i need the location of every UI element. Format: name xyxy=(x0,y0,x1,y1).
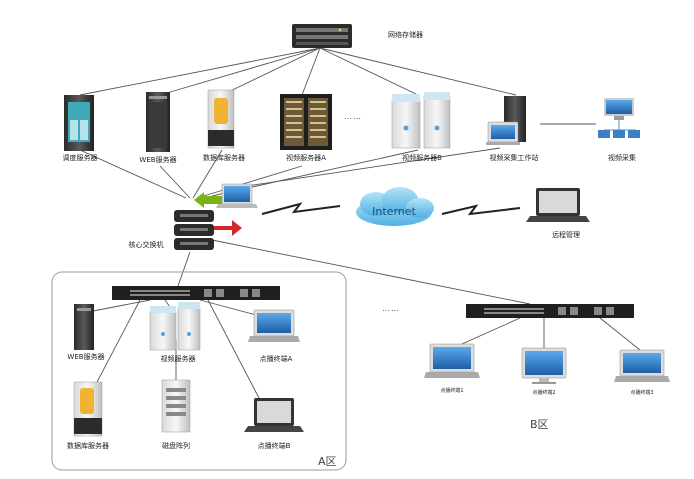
web-server-a-icon[interactable] xyxy=(74,304,94,350)
label-db-server-a: 数据库服务器 xyxy=(67,442,109,450)
label-vod-terminal-b: 点播终端B xyxy=(257,442,291,450)
label-vod-terminal-a: 点播终端A xyxy=(259,355,293,363)
label-core-switch: 核心交换机 xyxy=(128,241,164,249)
video-workstation-icon[interactable] xyxy=(486,96,526,145)
label-internet: Internet xyxy=(372,205,416,218)
zone-a-frame xyxy=(51,271,347,471)
red-arrow-icon xyxy=(214,220,242,236)
nas-icon[interactable] xyxy=(292,24,352,48)
video-server-zone-a-icon[interactable] xyxy=(149,302,201,351)
web-server-top-icon[interactable] xyxy=(146,92,170,152)
vod-terminal-a-icon[interactable] xyxy=(248,309,300,342)
video-server-a-icon[interactable] xyxy=(280,94,332,150)
label-zone-a: A区 xyxy=(318,455,337,468)
dispatch-server-icon[interactable] xyxy=(64,95,94,151)
terminal-b2-icon[interactable] xyxy=(521,347,567,384)
wan-link-right xyxy=(441,204,521,216)
terminal-b3-icon[interactable] xyxy=(614,349,670,382)
label-terminal-b3: 点播终端3 xyxy=(630,390,654,396)
video-server-b-icon[interactable] xyxy=(391,92,451,149)
ellipsis-mid: …… xyxy=(382,304,400,313)
label-terminal-b2: 点播终端2 xyxy=(532,390,556,396)
ellipsis-top: …… xyxy=(344,112,362,121)
zone-a-switch-icon[interactable] xyxy=(112,286,280,300)
terminal-b1-icon[interactable] xyxy=(424,343,480,378)
label-disk-array: 磁盘阵列 xyxy=(162,442,190,450)
db-server-top-icon[interactable] xyxy=(207,89,235,149)
label-terminal-b1: 点播终端1 xyxy=(440,388,464,394)
core-laptop-icon[interactable] xyxy=(216,183,258,208)
wan-link-left xyxy=(261,202,341,215)
label-db-server-top: 数据库服务器 xyxy=(203,154,245,162)
connection-lines xyxy=(79,47,641,401)
green-arrow-icon xyxy=(194,192,222,208)
label-video-workstation: 视频采集工作站 xyxy=(489,154,539,162)
label-nas: 网络存储器 xyxy=(388,31,423,39)
label-dispatch-server: 调度服务器 xyxy=(62,154,98,162)
label-video-server-zone-a: 视频服务器 xyxy=(160,355,196,363)
db-server-a-icon[interactable] xyxy=(73,381,103,437)
label-web-server-a: WEB服务器 xyxy=(67,353,105,361)
remote-laptop-icon[interactable] xyxy=(526,188,590,222)
label-web-server-top: WEB服务器 xyxy=(139,156,177,164)
disk-array-icon[interactable] xyxy=(161,379,191,433)
core-switch-icon[interactable] xyxy=(174,210,214,250)
internet-cloud-icon xyxy=(356,187,434,226)
label-video-server-a: 视频服务器A xyxy=(286,154,326,162)
vod-terminal-b-icon[interactable] xyxy=(244,398,304,432)
label-video-server-b: 视频服务器B xyxy=(402,154,442,162)
zone-b-switch-icon[interactable] xyxy=(466,304,634,318)
label-zone-b: B区 xyxy=(530,418,549,431)
label-remote-mgmt: 远程管理 xyxy=(552,231,580,239)
video-capture-icon[interactable] xyxy=(598,98,640,138)
label-video-capture: 视频采集 xyxy=(608,154,636,162)
